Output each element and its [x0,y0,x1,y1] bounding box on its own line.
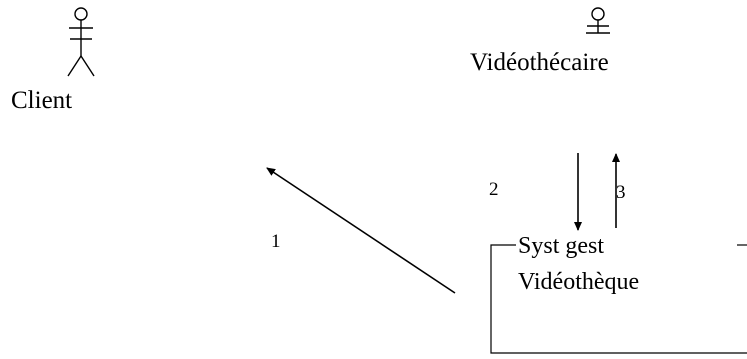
message-1-arrow [266,167,456,294]
videothecaire-actor-icon [586,7,610,34]
system-box [490,244,747,354]
client-actor-icon [67,7,95,77]
system-name-line-2: Vidéothèque [518,269,640,295]
message-3-number: 3 [616,182,626,203]
system-name-line-1: Syst gest [518,233,605,259]
message-2-number: 2 [489,179,499,200]
message-1-number: 1 [271,231,281,252]
videothecaire-label: Vidéothécaire [470,49,609,76]
client-label: Client [11,87,73,114]
